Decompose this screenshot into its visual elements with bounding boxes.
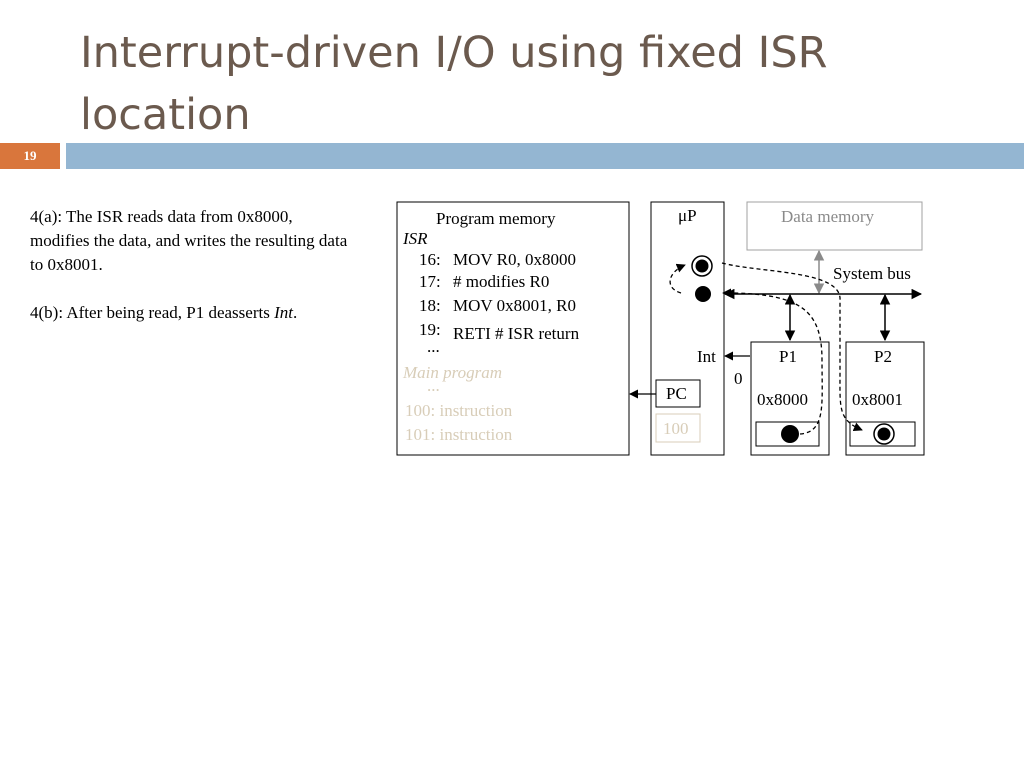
microprocessor-label: μP [678,206,697,225]
main-line: 101: instruction [405,425,513,444]
microprocessor-box [650,201,725,456]
main-line: 100: instruction [405,401,513,420]
p2-target-circle [873,423,895,445]
p2-data-dot [877,427,891,441]
isr-line-num: 19: [419,320,441,339]
step-4b-int: Int [274,303,293,322]
p2-register [849,421,916,447]
step-4b-prefix: 4(b): After being read, P1 deasserts [30,303,275,322]
slide-title: Interrupt-driven I/O using fixed ISR loc… [80,28,828,140]
step-4a-text: 4(a): The ISR reads data from 0x8000, mo… [30,207,348,274]
system-bus-label: System bus [833,264,911,283]
p1-register [755,421,820,447]
main-ellipsis: ... [427,376,440,395]
isr-line-code: RETI # ISR return [453,324,580,343]
cpu-loop-arrow [669,263,686,294]
isr-line-code: MOV R0, 0x8000 [453,250,576,269]
step-4b-suffix: . [292,303,298,322]
program-memory-box [396,201,630,456]
isr-line-num: 16: [419,250,441,269]
p1-label: P1 [779,347,797,366]
p2-address: 0x8001 [852,390,903,409]
isr-line-code: # modifies R0 [453,272,549,291]
p2-box [845,341,925,456]
int-value: 0 [734,369,743,388]
title-divider-bar [66,143,1024,169]
pc-value-box [655,413,701,443]
isr-line-num: 18: [419,296,441,315]
program-memory-title: Program memory [436,209,556,228]
pc-value: 100 [663,419,689,438]
cpu-target-circle [691,255,713,277]
p2-label: P2 [874,347,892,366]
slide-body: 4(a): The ISR reads data from 0x8000, mo… [30,205,350,349]
main-program-label: Main program [402,363,502,382]
write-flow-arrow [721,262,863,432]
p1-box [750,341,830,456]
p1-address: 0x8000 [757,390,808,409]
read-flow-arrow [722,288,823,435]
cpu-bus-dot [695,286,711,302]
p1-data-dot [781,425,799,443]
cpu-target-dot [695,259,709,273]
int-label: Int [697,347,716,366]
data-memory-box [746,201,923,251]
step-4b-text: 4(b): After being read, P1 deasserts Int… [30,301,350,325]
slide-number: 19 [0,143,60,169]
isr-label: ISR [402,229,428,248]
interrupt-diagram: Program memory ISR 16: MOV R0, 0x8000 17… [396,201,925,456]
pc-label: PC [666,384,687,403]
isr-ellipsis: ... [427,337,440,356]
isr-line-code: MOV 0x8001, R0 [453,296,576,315]
isr-line-num: 17: [419,272,441,291]
pc-box [655,379,701,408]
data-memory-label: Data memory [781,207,874,226]
